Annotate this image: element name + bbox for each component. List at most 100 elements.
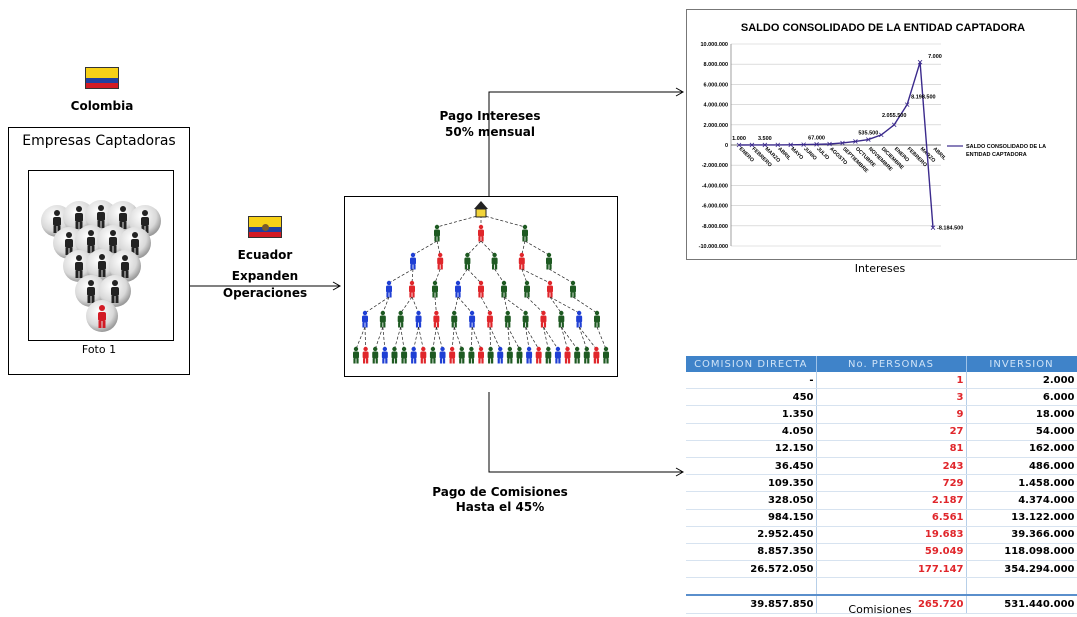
pyramid-link [374, 326, 384, 350]
pyramid-link [467, 268, 482, 284]
person-icon [458, 346, 465, 364]
cell-personas: 2.187 [816, 491, 967, 510]
pyramid-link [400, 296, 413, 314]
empresas-title: Empresas Captadoras [22, 133, 176, 149]
pyramid-link [572, 296, 598, 314]
person-sphere [63, 250, 95, 282]
legend-label-cont: ENTIDAD CAPTADORA [966, 152, 1027, 158]
person-icon [547, 280, 553, 298]
cell-personas: 27 [816, 423, 967, 441]
pyramid-link [480, 296, 491, 314]
pyramid-link [382, 326, 386, 350]
person-icon [415, 310, 422, 328]
cell-comision: - [686, 372, 817, 390]
pago-intereses-label: Pago Intereses [439, 109, 541, 123]
pyramid-link [364, 296, 390, 314]
table-caption: Comisiones [848, 603, 912, 616]
cell-comision: 12.150 [686, 440, 817, 458]
cell-comision: 2.952.450 [686, 526, 817, 544]
cell-inversion: 162.000 [966, 440, 1077, 458]
person-icon [491, 252, 498, 270]
pyramid-link [412, 240, 438, 256]
person-icon [526, 346, 533, 364]
arrow-comisiones [488, 392, 682, 473]
cell-personas: 3 [816, 388, 967, 407]
y-tick-label: -10.000.000 [699, 244, 728, 250]
data-label: 8.198.500 [911, 95, 935, 101]
person-icon [397, 310, 404, 328]
person-icon [410, 346, 417, 364]
y-tick-label: 4.000.000 [704, 103, 728, 109]
pyramid-link [418, 326, 424, 350]
person-icon [524, 280, 530, 298]
pyramid-link [411, 296, 419, 314]
person-icon [478, 346, 484, 364]
pyramid-link [548, 268, 574, 284]
cell-comision: 36.450 [686, 457, 817, 476]
person-icon [545, 346, 552, 364]
cell-personas: 729 [816, 474, 967, 493]
pyramid-link [467, 240, 482, 256]
pago-comisiones-rate: Hasta el 45% [455, 500, 545, 514]
person-icon [451, 310, 458, 328]
cell-comision: 984.150 [686, 509, 817, 527]
pyramid-link [355, 326, 366, 350]
total-inversion: 531.440.000 [966, 594, 1077, 614]
cell-comision [686, 577, 817, 596]
data-point [801, 142, 806, 147]
pyramid-link [521, 240, 526, 256]
pyramid-link [578, 326, 597, 350]
pyramid-link [453, 326, 463, 350]
person-icon [437, 252, 444, 270]
pyramid-link [561, 326, 578, 350]
cell-inversion: 1.458.000 [966, 474, 1077, 493]
person-icon [518, 252, 525, 270]
data-point [749, 142, 755, 148]
person-icon [379, 310, 386, 328]
cell-personas: 243 [816, 457, 967, 476]
cell-inversion: 4.374.000 [966, 491, 1077, 510]
person-icon [468, 346, 475, 364]
y-tick-label: 10.000.000 [700, 42, 728, 48]
pago-comisiones-label: Pago de Comisiones [432, 485, 568, 499]
comisiones-table: COMISION DIRECTA No. PERSONAS INVERSION … [686, 356, 1077, 614]
cell-personas: 177.147 [816, 560, 967, 579]
person-icon [409, 280, 415, 298]
person-icon [574, 346, 581, 364]
person-icon [583, 346, 590, 364]
pyramid-link [480, 240, 495, 256]
data-point [891, 122, 897, 128]
pyramid-link [480, 214, 526, 228]
pago-intereses-rate: 50% mensual [445, 125, 535, 139]
person-icon [439, 346, 446, 364]
chart-caption: Intereses [854, 262, 906, 275]
data-point [878, 132, 884, 138]
chart-panel: SALDO CONSOLIDADO DE LA ENTIDAD CAPTADOR… [686, 9, 1077, 260]
data-point [827, 141, 832, 147]
pyramid-link [413, 326, 419, 350]
cell-inversion: 6.000 [966, 388, 1077, 407]
pyramid-link [411, 268, 414, 284]
cell-comision: 328.050 [686, 491, 817, 510]
data-point [930, 225, 936, 230]
data-label: -8.184.500 [937, 226, 963, 232]
colombia-label: Colombia [70, 99, 134, 113]
pyramid-link [451, 326, 455, 350]
person-sphere [86, 300, 118, 332]
header-no-personas: No. PERSONAS [816, 356, 967, 372]
person-icon [522, 310, 529, 328]
chart-title: SALDO CONSOLIDADO DE LA ENTIDAD CAPTADOR… [741, 22, 1025, 34]
person-icon [540, 310, 547, 328]
y-tick-label: 6.000.000 [704, 82, 728, 88]
expanden-label: Expanden [231, 269, 299, 283]
pyramid-link [507, 326, 511, 350]
pyramid-link [394, 326, 402, 350]
cell-comision: 1.350 [686, 405, 817, 424]
pyramid-link [503, 296, 509, 314]
person-icon [353, 346, 359, 364]
